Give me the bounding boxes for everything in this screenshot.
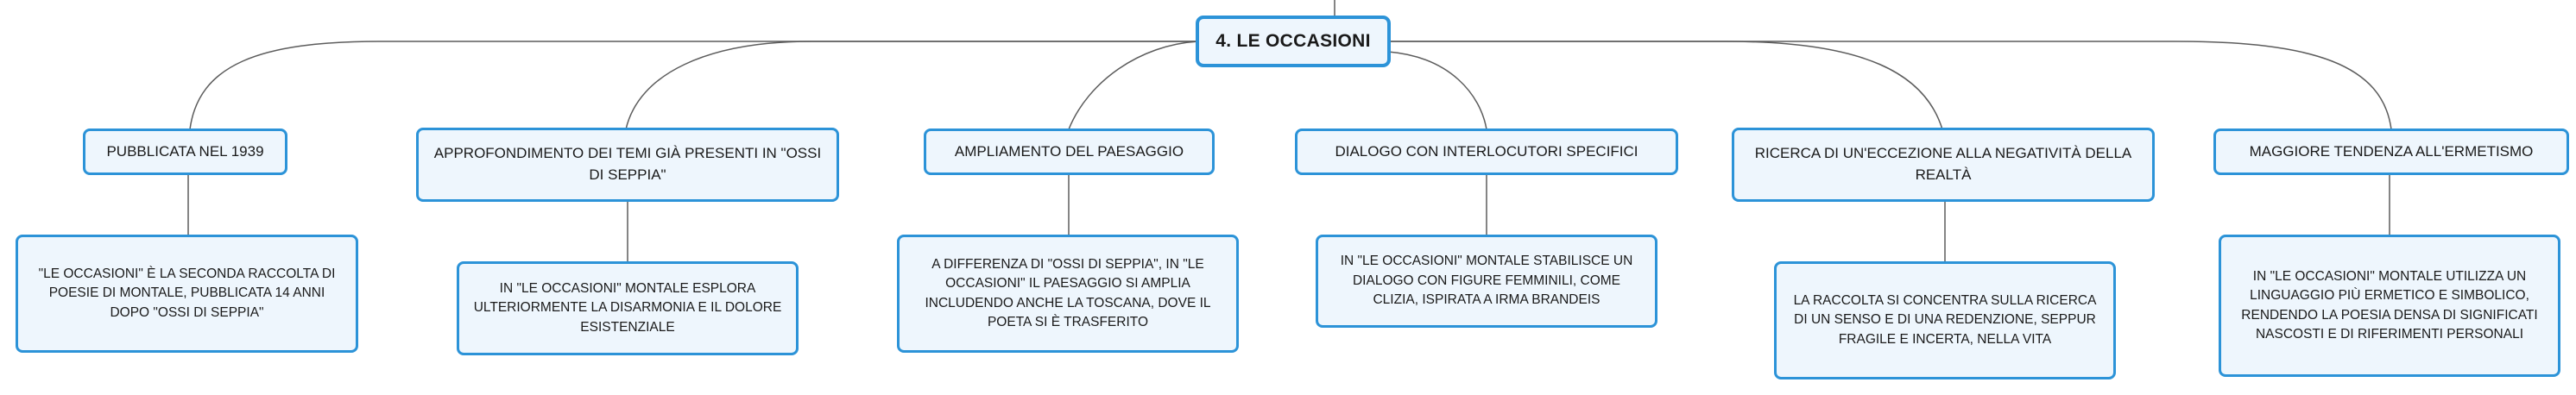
connector-root-topic-4 [1387, 51, 1487, 130]
detail-node-6[interactable]: IN "LE OCCASIONI" MONTALE UTILIZZA UN LI… [2219, 235, 2560, 377]
detail-node-text: A DIFFERENZA DI "OSSI DI SEPPIA", IN "LE… [925, 256, 1211, 329]
connector-root-topic-6 [1388, 41, 2392, 130]
connector-root-topic-3 [1068, 41, 1199, 130]
detail-node-text: IN "LE OCCASIONI" MONTALE UTILIZZA UN LI… [2241, 268, 2538, 342]
topic-node-3[interactable]: AMPLIAMENTO DEL PAESAGGIO [924, 129, 1215, 175]
topic-node-label: MAGGIORE TENDENZA ALL'ERMETISMO [2249, 142, 2534, 160]
detail-node-5[interactable]: LA RACCOLTA SI CONCENTRA SULLA RICERCA D… [1774, 261, 2116, 379]
detail-node-text: LA RACCOLTA SI CONCENTRA SULLA RICERCA D… [1793, 292, 2097, 347]
topic-node-label: DIALOGO CON INTERLOCUTORI SPECIFICI [1335, 142, 1638, 160]
topic-node-label: RICERCA DI UN'ECCEZIONE ALLA NEGATIVITÀ … [1754, 145, 2132, 183]
topic-node-label: AMPLIAMENTO DEL PAESAGGIO [954, 142, 1184, 160]
connector-root-topic-1 [189, 41, 1198, 130]
root-node[interactable]: 4. LE OCCASIONI [1196, 16, 1391, 67]
connector-root-topic-5 [1388, 41, 1943, 130]
detail-node-1[interactable]: "LE OCCASIONI" È LA SECONDA RACCOLTA DI … [16, 235, 358, 353]
detail-node-3[interactable]: A DIFFERENZA DI "OSSI DI SEPPIA", IN "LE… [897, 235, 1239, 353]
topic-node-4[interactable]: DIALOGO CON INTERLOCUTORI SPECIFICI [1295, 129, 1678, 175]
detail-node-text: "LE OCCASIONI" È LA SECONDA RACCOLTA DI … [38, 266, 336, 320]
detail-node-2[interactable]: IN "LE OCCASIONI" MONTALE ESPLORA ULTERI… [457, 261, 799, 355]
detail-node-4[interactable]: IN "LE OCCASIONI" MONTALE STABILISCE UN … [1316, 235, 1657, 328]
topic-node-6[interactable]: MAGGIORE TENDENZA ALL'ERMETISMO [2213, 129, 2569, 175]
topic-node-5[interactable]: RICERCA DI UN'ECCEZIONE ALLA NEGATIVITÀ … [1732, 128, 2155, 202]
detail-node-text: IN "LE OCCASIONI" MONTALE ESPLORA ULTERI… [473, 280, 782, 335]
topic-node-1[interactable]: PUBBLICATA NEL 1939 [83, 129, 287, 175]
root-node-label: 4. LE OCCASIONI [1215, 30, 1371, 51]
topic-node-2[interactable]: APPROFONDIMENTO DEI TEMI GIÀ PRESENTI IN… [416, 128, 839, 202]
topic-node-label: PUBBLICATA NEL 1939 [106, 142, 264, 160]
connector-root-topic-2 [625, 41, 1198, 130]
topic-node-label: APPROFONDIMENTO DEI TEMI GIÀ PRESENTI IN… [433, 145, 822, 183]
detail-node-text: IN "LE OCCASIONI" MONTALE STABILISCE UN … [1340, 254, 1633, 308]
